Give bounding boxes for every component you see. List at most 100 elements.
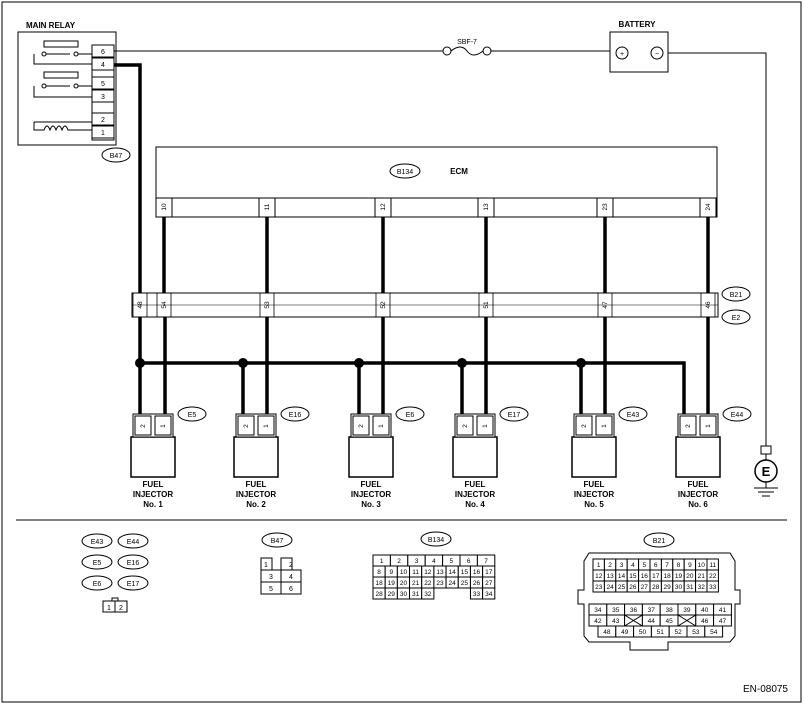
legend-b134-pin: 32 bbox=[424, 591, 432, 598]
relay-pin-label: 5 bbox=[101, 81, 105, 88]
legend-b134-pin: 1 bbox=[380, 558, 384, 565]
legend-b47-pin: 5 bbox=[269, 586, 273, 593]
legend-b134-pin: 25 bbox=[461, 580, 469, 587]
injector-label-line1: FUEL bbox=[143, 480, 164, 489]
legend-b134-pin: 8 bbox=[377, 569, 381, 576]
ground-label: E bbox=[762, 464, 771, 479]
legend-b134-pin: 11 bbox=[412, 569, 419, 576]
legend-b21-pin: 10 bbox=[698, 562, 706, 569]
injector-label-line1: FUEL bbox=[688, 480, 709, 489]
legend-b21-pin: 20 bbox=[686, 573, 694, 580]
battery-plus-sign: + bbox=[620, 51, 624, 58]
legend-b21-pin: 28 bbox=[652, 584, 660, 591]
legend-connector-badge bbox=[117, 554, 149, 570]
battery-minus-icon bbox=[650, 46, 664, 60]
legend-b21-pin: 46 bbox=[701, 618, 709, 625]
injector-label-line3: No. 4 bbox=[465, 500, 485, 509]
legend-b21-pin: 35 bbox=[612, 607, 620, 614]
legend-b134-pin: 22 bbox=[424, 580, 432, 587]
legend-b134-pin: 20 bbox=[400, 580, 408, 587]
ecm-pin-label: 13 bbox=[483, 203, 490, 211]
joint-pin-label: 54 bbox=[161, 301, 168, 309]
legend-b134-pin: 5 bbox=[449, 558, 453, 565]
injector-label-line3: No. 3 bbox=[361, 500, 381, 509]
legend-injector-pin: 2 bbox=[119, 605, 123, 612]
legend-b134-pin: 27 bbox=[485, 580, 493, 587]
legend-b21-pin: 19 bbox=[675, 573, 683, 580]
legend-b134-pin: 15 bbox=[461, 569, 469, 576]
legend-connector-label: E6 bbox=[93, 581, 102, 588]
injector-body bbox=[571, 436, 617, 478]
injector-label-line1: FUEL bbox=[361, 480, 382, 489]
legend-b21-pin: 9 bbox=[688, 562, 692, 569]
injector-body bbox=[452, 436, 498, 478]
legend-b134-pin: 2 bbox=[397, 558, 401, 565]
legend-b134-pin: 18 bbox=[375, 580, 383, 587]
injector-body bbox=[233, 436, 279, 478]
legend-b21-pin: 47 bbox=[719, 618, 727, 625]
ecm-body bbox=[155, 146, 718, 218]
legend-b21-pin: 5 bbox=[642, 562, 646, 569]
injector-connector-label: E5 bbox=[188, 412, 197, 419]
connector-e2-badge bbox=[721, 309, 751, 325]
legend-b21-pin: 14 bbox=[618, 573, 626, 580]
relay-coil-bar-2 bbox=[43, 71, 79, 79]
injector-label-line2: INJECTOR bbox=[678, 490, 719, 499]
legend-b134-pin: 24 bbox=[449, 580, 457, 587]
relay-pin-label: 6 bbox=[101, 49, 105, 56]
legend-b21-pin: 42 bbox=[594, 618, 602, 625]
ecm-pin-label: 11 bbox=[264, 203, 271, 210]
legend-b134-pin: 30 bbox=[400, 591, 408, 598]
injector-connector-label: E17 bbox=[508, 412, 521, 419]
injector-label-line1: FUEL bbox=[584, 480, 605, 489]
injector-pin-label: 2 bbox=[462, 424, 469, 428]
legend-b21-pin: 50 bbox=[639, 629, 647, 636]
fuse-sbf7: SBF-7 bbox=[442, 39, 492, 56]
injector-pin-label: 1 bbox=[160, 424, 167, 428]
ecm-pin-label: 24 bbox=[705, 203, 712, 211]
legend-b134-pin: 17 bbox=[485, 569, 493, 576]
legend-b21-pin: 11 bbox=[709, 562, 716, 569]
legend-b134-label: B134 bbox=[428, 537, 444, 544]
legend-b21-pin: 13 bbox=[606, 573, 614, 580]
legend-b21-pin: 38 bbox=[665, 607, 673, 614]
legend-b21-pin: 34 bbox=[594, 607, 602, 614]
legend-b134-pin: 33 bbox=[473, 591, 481, 598]
relay-pin-label: 3 bbox=[101, 94, 105, 101]
legend-connector-badge bbox=[117, 575, 149, 591]
legend-b134-pin: 9 bbox=[389, 569, 393, 576]
injector-label-line3: No. 2 bbox=[246, 500, 266, 509]
ecm-pin-label: 12 bbox=[380, 203, 387, 211]
injector-label-line3: No. 5 bbox=[584, 500, 604, 509]
splice-dot bbox=[576, 358, 586, 368]
legend-b21-pin: 51 bbox=[657, 629, 665, 636]
legend-b21-pin: 30 bbox=[675, 584, 683, 591]
relay-coil-icon bbox=[33, 122, 92, 132]
legend-b21-pin: 45 bbox=[665, 618, 673, 625]
connector-b47-badge bbox=[101, 147, 131, 163]
legend-b21-pin: 37 bbox=[648, 607, 656, 614]
legend-b21-pin: 24 bbox=[606, 584, 614, 591]
relay-pin-label: 2 bbox=[101, 117, 105, 124]
legend-b21-pin: 41 bbox=[719, 607, 727, 614]
relay-contact bbox=[41, 51, 47, 57]
document-id: EN-08075 bbox=[743, 684, 788, 695]
joint-pin-label: 53 bbox=[264, 301, 271, 309]
legend-b21-label: B21 bbox=[653, 538, 666, 545]
legend-b134-pin: 26 bbox=[473, 580, 481, 587]
legend-b21-pin: 6 bbox=[654, 562, 658, 569]
battery-plus-icon bbox=[615, 46, 629, 60]
legend-b21-pin: 16 bbox=[641, 573, 649, 580]
relay-contact bbox=[73, 83, 79, 89]
injector-label-line2: INJECTOR bbox=[574, 490, 615, 499]
injector-label-line1: FUEL bbox=[465, 480, 486, 489]
legend-connector-badge bbox=[81, 575, 113, 591]
